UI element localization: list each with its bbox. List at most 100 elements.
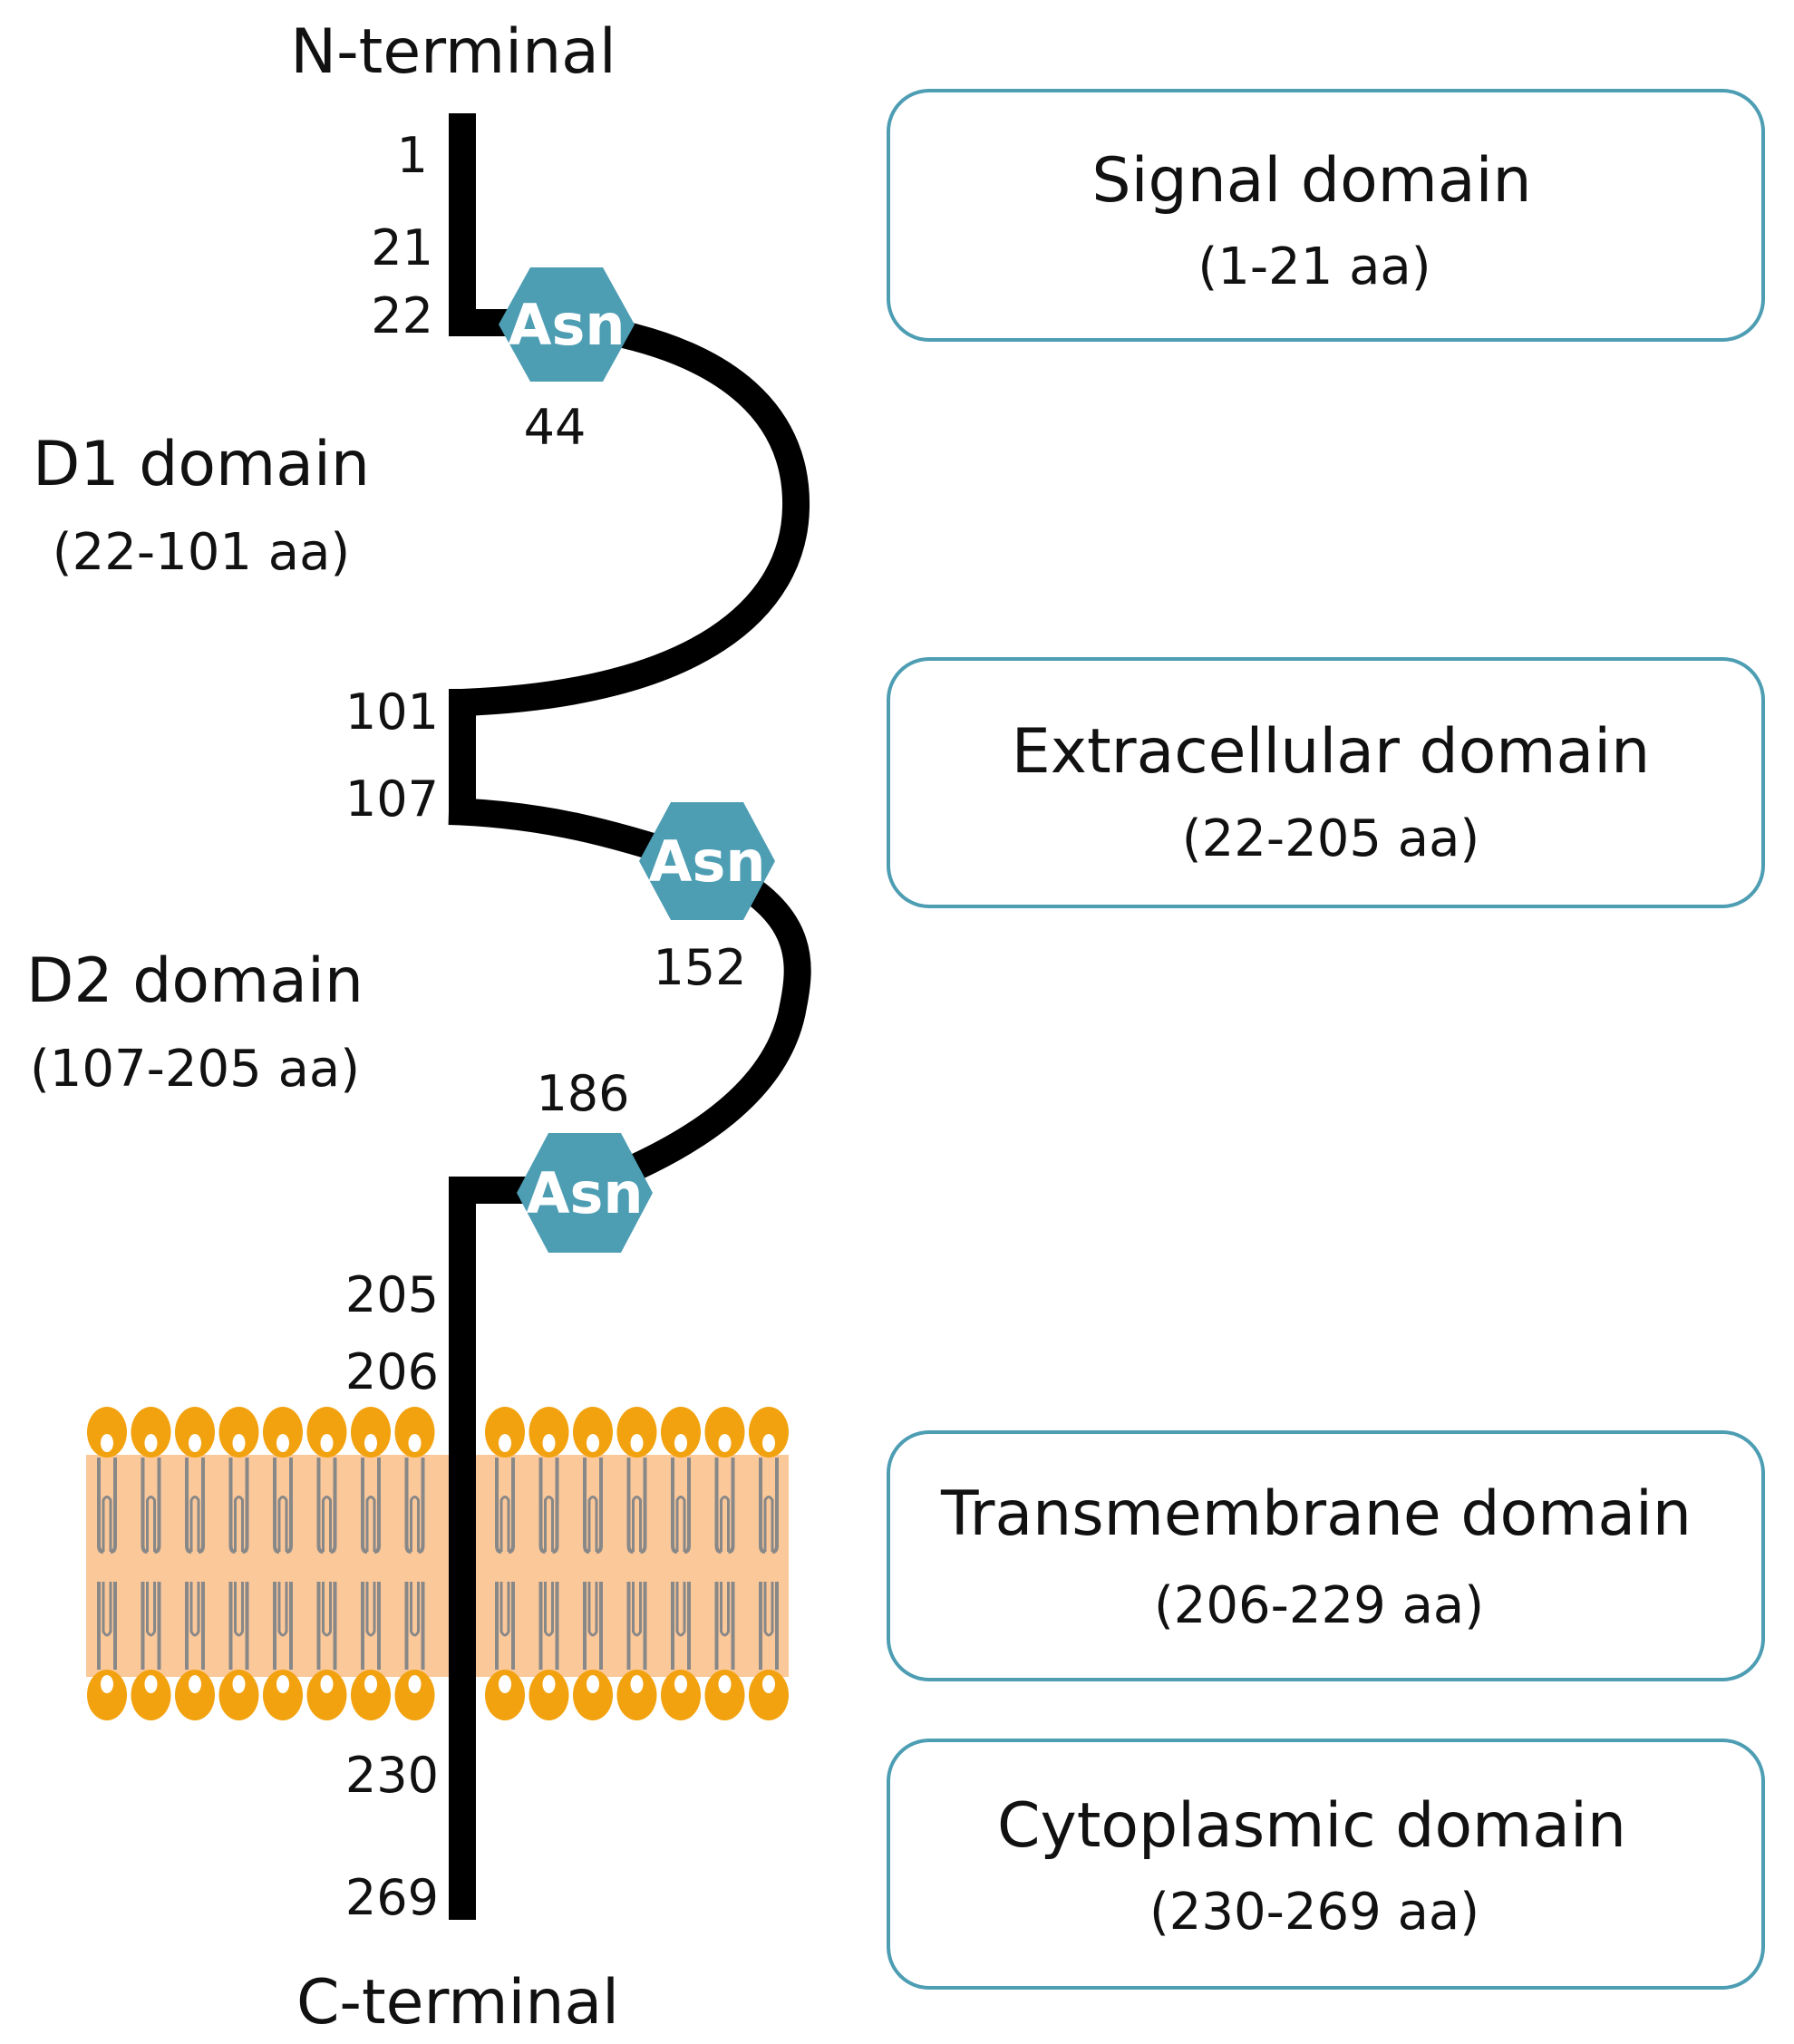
lipid-tails: [97, 1458, 779, 1670]
lipid-head: [175, 1407, 215, 1458]
asn-position-label: 186: [536, 1065, 629, 1122]
lipid-head: [704, 1407, 745, 1458]
asn-site-152: Asn: [639, 802, 775, 920]
lipid-head-highlight: [674, 1434, 687, 1452]
lipid-tail: [322, 1582, 332, 1637]
domain-box-range: (206-229 aa): [1154, 1576, 1484, 1635]
membrane-core: [86, 1455, 789, 1677]
lipid-head: [616, 1407, 657, 1458]
lipid-head-highlight: [499, 1675, 511, 1693]
lipid-head: [218, 1670, 259, 1720]
lipid-tail: [322, 1496, 332, 1552]
domain-box-range: (22-205 aa): [1182, 809, 1479, 868]
lipid-tail: [763, 1496, 774, 1552]
d1-loop: [461, 309, 810, 716]
lipid-tail: [632, 1496, 642, 1552]
domain-box-title: Cytoplasmic domain: [997, 1790, 1626, 1862]
asn-hexagon-icon: [499, 267, 635, 382]
lipid-head-highlight: [189, 1675, 201, 1693]
lipid-tail: [410, 1582, 420, 1637]
lipid-head: [661, 1670, 701, 1720]
position-label: 1: [397, 127, 428, 184]
lipid-head: [263, 1407, 303, 1458]
asn-glycosylation-sites: Asn Asn Asn: [499, 267, 775, 1253]
position-label: 206: [345, 1343, 439, 1400]
lipid-tail: [720, 1582, 730, 1637]
lipid-tail: [499, 1582, 510, 1637]
d1-domain-name: D1 domain: [33, 429, 370, 500]
polypeptide-chain: [448, 113, 811, 1920]
lipid-head-highlight: [762, 1675, 775, 1693]
position-label: 269: [345, 1869, 439, 1926]
transmembrane-domain-box: Transmembrane domain (206-229 aa): [887, 1430, 1765, 1681]
lipid-tail: [365, 1582, 376, 1637]
domain-box-title: Signal domain: [1091, 145, 1531, 217]
lipid-tail: [102, 1496, 112, 1552]
lipid-tail: [189, 1496, 200, 1552]
lipid-tail: [189, 1582, 200, 1637]
d2-domain-range: (107-205 aa): [30, 1040, 360, 1099]
domain-boxes: Signal domain (1-21 aa) Extracellular do…: [887, 89, 1765, 1990]
asn-hexagon-icon: [517, 1133, 653, 1253]
lipid-head-highlight: [144, 1434, 158, 1452]
lipid-head: [263, 1670, 303, 1720]
lipid-head: [218, 1407, 259, 1458]
lipid-head-highlight: [232, 1434, 246, 1452]
lipid-head-highlight: [630, 1434, 644, 1452]
position-label: 22: [371, 287, 433, 344]
lipid-head-highlight: [630, 1675, 644, 1693]
lipid-head-highlight: [276, 1675, 289, 1693]
lipid-tail: [277, 1496, 288, 1552]
lipid-head: [351, 1407, 391, 1458]
asn-hexagon-icon: [639, 802, 775, 920]
position-label: 230: [345, 1747, 439, 1804]
lipid-head: [131, 1670, 171, 1720]
position-label: 205: [345, 1266, 439, 1323]
asn-label: Asn: [508, 292, 625, 358]
domain-box-frame: [887, 1739, 1765, 1990]
lipid-head-highlight: [674, 1675, 687, 1693]
lipid-tail: [146, 1582, 156, 1637]
lipid-tail: [234, 1496, 244, 1552]
lipid-head-highlight: [762, 1434, 775, 1452]
position-label: 107: [345, 770, 439, 828]
lipid-head: [131, 1407, 171, 1458]
lipid-heads: [87, 1407, 789, 1720]
lipid-tail: [587, 1582, 598, 1637]
d1-domain-range: (22-101 aa): [53, 523, 350, 582]
lipid-head-highlight: [499, 1434, 511, 1452]
lipid-head: [394, 1670, 435, 1720]
domain-box-title: Transmembrane domain: [940, 1478, 1692, 1550]
lipid-tail: [146, 1496, 156, 1552]
lipid-head: [394, 1407, 435, 1458]
c-terminal-label: C-terminal: [296, 1967, 619, 2039]
lipid-tail: [720, 1496, 730, 1552]
lipid-tail: [102, 1582, 112, 1637]
lipid-head: [351, 1670, 391, 1720]
lipid-head-highlight: [364, 1434, 377, 1452]
lipid-head: [306, 1407, 347, 1458]
lipid-head-highlight: [276, 1434, 289, 1452]
lipid-tail: [499, 1496, 510, 1552]
asn-label: Asn: [648, 828, 765, 895]
extracellular-domain-box: Extracellular domain (22-205 aa): [887, 657, 1765, 908]
lipid-head-highlight: [364, 1675, 377, 1693]
lipid-tail: [365, 1496, 376, 1552]
lipid-head-highlight: [587, 1434, 599, 1452]
lipid-tail: [544, 1496, 554, 1552]
lipid-bilayer: [86, 1407, 789, 1720]
lipid-head-highlight: [408, 1434, 422, 1452]
lipid-tail: [587, 1496, 598, 1552]
lipid-tail: [544, 1582, 554, 1637]
lipid-head: [749, 1670, 789, 1720]
lipid-head: [661, 1407, 701, 1458]
lipid-tail: [763, 1582, 774, 1637]
lipid-head: [175, 1670, 215, 1720]
lipid-head: [529, 1670, 569, 1720]
subdomain-labels: D1 domain (22-101 aa) D2 domain (107-205…: [26, 429, 370, 1099]
lipid-head-highlight: [101, 1434, 113, 1452]
lipid-tail: [234, 1582, 244, 1637]
n-terminal-label: N-terminal: [290, 16, 616, 88]
lipid-head-highlight: [320, 1675, 334, 1693]
